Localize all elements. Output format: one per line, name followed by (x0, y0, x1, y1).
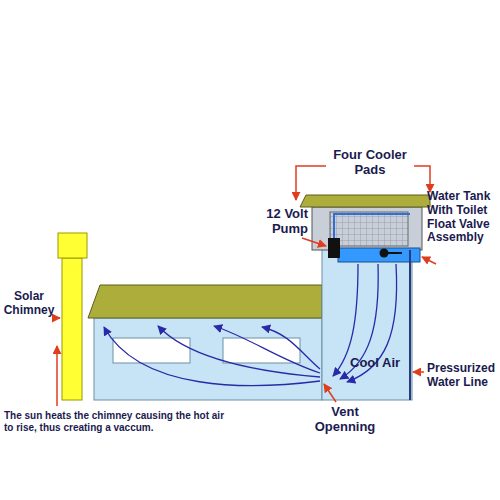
water-line (409, 250, 411, 400)
flow-arrow (158, 326, 320, 377)
chimney-cap (58, 233, 87, 258)
part-label: Water Tank With Toilet Float Valve Assem… (427, 190, 497, 245)
float-ball (380, 249, 389, 258)
leader-line (302, 238, 326, 246)
leader-line (324, 384, 336, 402)
air-label: Cool Air (350, 356, 408, 371)
pump-pipe (334, 214, 410, 238)
chimney-body (62, 258, 82, 400)
cooler-cap (300, 195, 430, 207)
part-label: Pressurized Water Line (427, 362, 497, 390)
flow-arrow (214, 326, 320, 373)
leader-line (422, 257, 436, 264)
cooler-tower (322, 207, 412, 400)
leader-line (56, 346, 58, 406)
part-label: 12 Volt Pump (246, 207, 308, 237)
pump (328, 238, 340, 258)
water-tank (338, 248, 420, 262)
note-text: The sun heats the chimney causing the ho… (4, 410, 226, 433)
flow-arrow (104, 327, 320, 386)
leader-line (52, 317, 60, 319)
leader-line (414, 166, 430, 192)
house-body (94, 318, 322, 400)
part-label: Solar Chimney (2, 290, 56, 318)
leader-line (296, 166, 326, 200)
leader-line (413, 371, 424, 373)
house-roof (88, 285, 322, 318)
part-label: Four Cooler Pads (320, 148, 420, 178)
part-label: Vent Openning (300, 405, 390, 435)
flow-arrow (262, 327, 320, 369)
leader-lines (52, 166, 436, 406)
cooler-pads (330, 212, 408, 246)
window (223, 338, 300, 363)
